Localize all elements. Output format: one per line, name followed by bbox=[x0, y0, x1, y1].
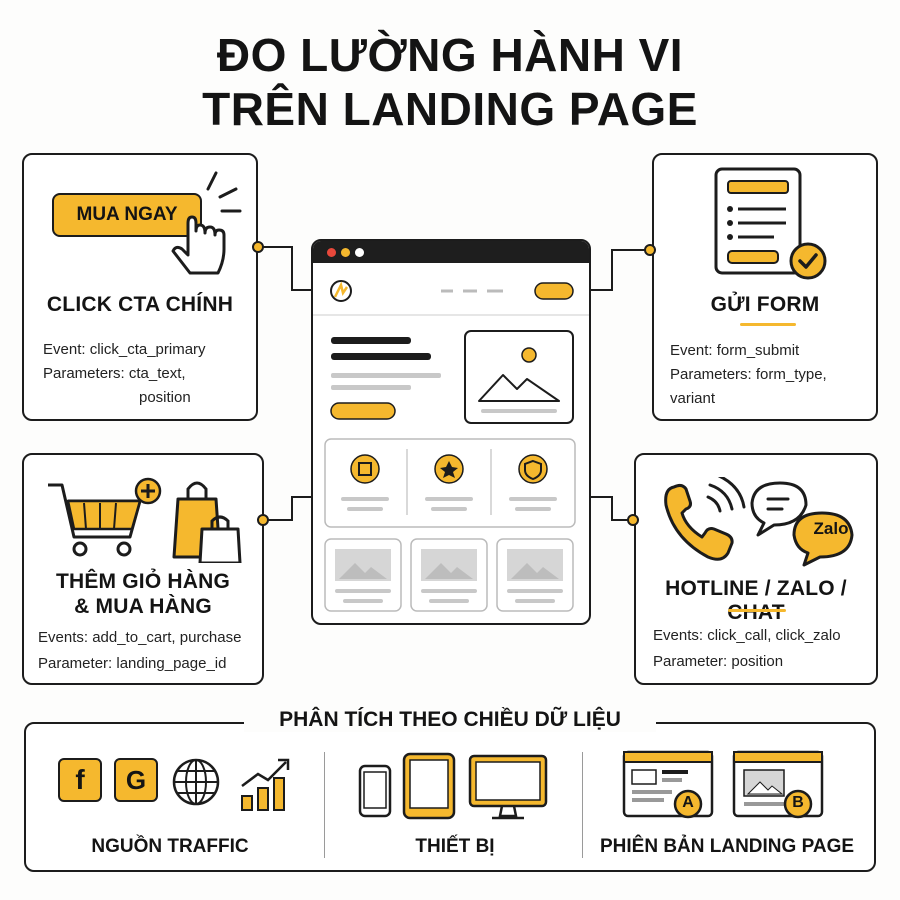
cta-params-1: Parameters: cta_text, bbox=[43, 365, 186, 382]
variant-pages-icon bbox=[622, 750, 824, 819]
traffic-source-label: NGUỒN TRAFFIC bbox=[91, 836, 249, 857]
zalo-label: Zalo bbox=[813, 519, 849, 538]
devices-icon bbox=[358, 752, 548, 820]
cart-title-1: THÊM GIỎ HÀNG bbox=[55, 570, 231, 593]
card-hotline-zalo-chat: Zalo HOTLINE / ZALO / CHAT Events: click… bbox=[634, 453, 878, 685]
cart-param: Parameter: landing_page_id bbox=[38, 655, 227, 672]
hotline-param: Parameter: position bbox=[653, 653, 784, 670]
browser-titlebar bbox=[313, 241, 589, 263]
cta-params-2: position bbox=[139, 389, 191, 406]
google-icon: G bbox=[114, 758, 158, 802]
landing-variant-label: PHIÊN BẢN LANDING PAGE bbox=[599, 836, 855, 857]
facebook-icon: f bbox=[58, 758, 102, 802]
mockup-content bbox=[313, 280, 589, 612]
hotline-card-details: Events: click_call, click_zalo Parameter… bbox=[653, 623, 841, 675]
devices-label: THIẾT BỊ bbox=[415, 836, 495, 857]
form-params-2: variant bbox=[670, 390, 716, 407]
card-add-to-cart: THÊM GIỎ HÀNG & MUA HÀNG Events: add_to_… bbox=[22, 453, 264, 685]
cursor-click-icon bbox=[171, 171, 242, 275]
cart-events: Events: add_to_cart, purchase bbox=[38, 629, 242, 646]
variant-a-badge: A bbox=[682, 794, 694, 811]
title-line-2: TRÊN LANDING PAGE bbox=[202, 83, 698, 135]
cta-connector-dot bbox=[252, 241, 264, 253]
analysis-title: PHÂN TÍCH THEO CHIỀU DỮ LIỆU bbox=[244, 708, 656, 732]
analysis-divider-1 bbox=[324, 752, 325, 858]
cart-card-title: THÊM GIỎ HÀNG & MUA HÀNG bbox=[24, 569, 262, 619]
shopping-cart-icon bbox=[48, 477, 242, 563]
form-card-details: Event: form_submit Parameters: form_type… bbox=[670, 339, 827, 411]
form-card-title: GỬI FORM bbox=[710, 293, 820, 316]
card-click-cta: MUA NGAY CLICK CTA CHÍNH Event: click_ct… bbox=[22, 153, 258, 421]
phone-icon bbox=[664, 477, 854, 567]
cta-event: Event: click_cta_primary bbox=[43, 341, 206, 358]
form-event: Event: form_submit bbox=[670, 342, 800, 359]
cart-card-details: Events: add_to_cart, purchase Parameter:… bbox=[38, 625, 241, 677]
cart-connector-dot bbox=[257, 514, 269, 526]
hotline-events: Events: click_call, click_zalo bbox=[653, 627, 841, 644]
form-connector-dot bbox=[644, 244, 656, 256]
cart-title-2: & MUA HÀNG bbox=[74, 595, 212, 618]
analysis-divider-2 bbox=[582, 752, 583, 858]
landing-page-mockup bbox=[311, 239, 591, 625]
mua-ngay-button: MUA NGAY bbox=[52, 193, 202, 237]
page-title: ĐO LƯỜNG HÀNH VI TRÊN LANDING PAGE bbox=[0, 28, 900, 136]
form-params-1: Parameters: form_type, bbox=[670, 366, 827, 383]
title-line-1: ĐO LƯỜNG HÀNH VI bbox=[216, 29, 684, 81]
form-title-underline bbox=[740, 323, 796, 326]
hotline-connector-dot bbox=[627, 514, 639, 526]
hotline-title-underline bbox=[728, 609, 786, 612]
cta-card-details: Event: click_cta_primary Parameters: cta… bbox=[43, 338, 206, 410]
hotline-card-title: HOTLINE / ZALO / CHAT bbox=[665, 577, 847, 624]
growth-chart-icon bbox=[241, 758, 290, 811]
form-check-icon bbox=[714, 167, 827, 280]
cta-card-title: CLICK CTA CHÍNH bbox=[46, 293, 234, 316]
variant-b-badge: B bbox=[792, 794, 804, 811]
card-form-submit: GỬI FORM Event: form_submit Parameters: … bbox=[652, 153, 878, 421]
globe-icon bbox=[172, 758, 220, 806]
